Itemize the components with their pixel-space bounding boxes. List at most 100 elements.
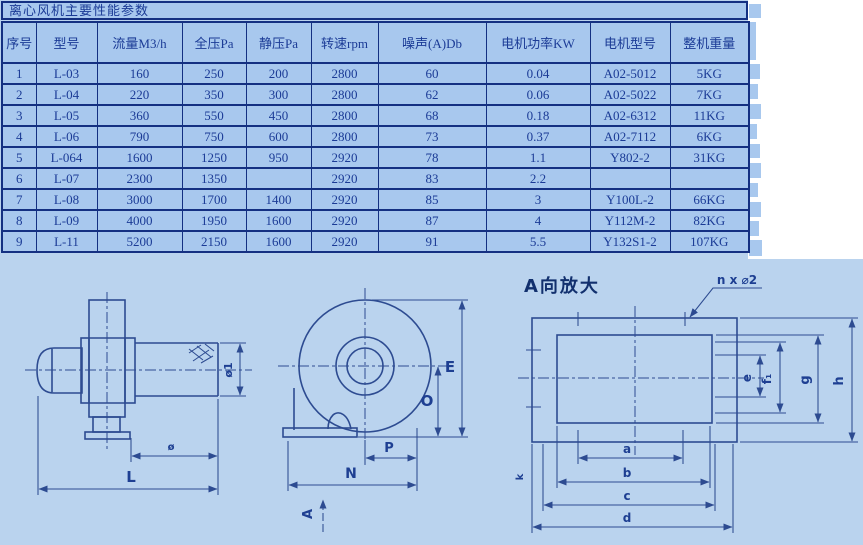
dimension-a: a (577, 430, 684, 464)
table-cell: 550 (181, 104, 247, 127)
dim-label: N (345, 466, 357, 482)
table-cell: 5KG (669, 62, 750, 85)
table-cell: 2800 (310, 104, 379, 127)
table-cell: L-05 (35, 104, 98, 127)
dim-label-k: k (515, 473, 526, 480)
dimension-E: E (358, 299, 468, 438)
dim-label: ø1 (222, 362, 235, 377)
table-cell: 4 (485, 209, 591, 232)
dim-label: E (445, 358, 455, 376)
table-cell: L-03 (35, 62, 98, 85)
table-cell: L-064 (35, 146, 98, 169)
dimension-N: N (287, 441, 417, 491)
table-cell: 1 (1, 62, 37, 85)
column-header: 静压Pa (245, 21, 312, 64)
table-cell: 3 (1, 104, 37, 127)
table-cell: 3 (485, 188, 591, 211)
dim-label: d (623, 511, 632, 525)
table-cell: 0.18 (485, 104, 591, 127)
table-cell: A02-6312 (589, 104, 671, 127)
table-cell: 5.5 (485, 230, 591, 253)
table-cell: L-11 (35, 230, 98, 253)
table-cell: 750 (181, 125, 247, 148)
table-cell: A02-5022 (589, 83, 671, 106)
table-cell: 2800 (310, 83, 379, 106)
table-cell: A02-7112 (589, 125, 671, 148)
table-cell: 2.2 (485, 167, 591, 190)
table-cell: 83 (377, 167, 487, 190)
column-header: 噪声(A)Db (377, 21, 487, 64)
table-cell: 73 (377, 125, 487, 148)
dimension-h: h (740, 317, 858, 443)
table-cell: 1600 (245, 230, 312, 253)
front-view-drawing: E O P N A (278, 288, 468, 532)
torn-fragment (749, 4, 761, 18)
bolt-hole-ticks (526, 312, 686, 408)
table-cell: 1600 (96, 146, 183, 169)
table-cell: 1400 (245, 188, 312, 211)
outlet-pipe-outline (135, 342, 219, 397)
table-cell: 7KG (669, 83, 750, 106)
dimension-d: d (531, 444, 734, 533)
table-cell: 87 (377, 209, 487, 232)
dimension-P: P (364, 428, 418, 491)
table-cell: 200 (245, 62, 312, 85)
table-cell: 85 (377, 188, 487, 211)
table-cell: 1.1 (485, 146, 591, 169)
table-cell: 31KG (669, 146, 750, 169)
table-cell: 160 (96, 62, 183, 85)
column-header: 整机重量 (669, 21, 750, 64)
table-cell: 1350 (181, 167, 247, 190)
table-cell: 78 (377, 146, 487, 169)
table-cell: 790 (96, 125, 183, 148)
dim-label: L (126, 468, 136, 486)
table-cell: 2920 (310, 188, 379, 211)
table-cell: L-04 (35, 83, 98, 106)
table-cell: 0.37 (485, 125, 591, 148)
table-cell: 5 (1, 146, 37, 169)
table-cell: Y112M-2 (589, 209, 671, 232)
torn-fragment (749, 144, 760, 158)
table-cell: L-07 (35, 167, 98, 190)
table-cell: 2920 (310, 167, 379, 190)
column-header: 转速rpm (310, 21, 379, 64)
table-cell: 2150 (181, 230, 247, 253)
torn-fragment (749, 64, 760, 79)
table-cell: 60 (377, 62, 487, 85)
dim-label: h (832, 376, 847, 385)
table-cell: L-09 (35, 209, 98, 232)
table-cell: 350 (181, 83, 247, 106)
table-cell (245, 167, 312, 190)
torn-fragment (749, 84, 758, 99)
table-cell: 4 (1, 125, 37, 148)
side-view-drawing: ø1 ø L (25, 292, 252, 495)
table-cell: 250 (181, 62, 247, 85)
dim-label: P (384, 441, 394, 456)
table-title: 离心风机主要性能参数 (1, 1, 748, 20)
volute-outline (282, 299, 432, 438)
column-header: 序号 (1, 21, 37, 64)
table-cell: 360 (96, 104, 183, 127)
dim-label: e (740, 374, 754, 382)
torn-fragment (749, 22, 756, 60)
torn-edge-artifact (748, 0, 766, 259)
table-cell: 1700 (181, 188, 247, 211)
table-cell: 2920 (310, 230, 379, 253)
dimension-O: O (421, 366, 442, 437)
dimension-pipe-length: ø (130, 399, 219, 495)
table-cell: Y802-2 (589, 146, 671, 169)
table-cell: Y100L-2 (589, 188, 671, 211)
table-cell: 2800 (310, 62, 379, 85)
table-cell: L-08 (35, 188, 98, 211)
table-cell: 62 (377, 83, 487, 106)
table-cell: 7 (1, 188, 37, 211)
dim-label: b (623, 466, 632, 480)
